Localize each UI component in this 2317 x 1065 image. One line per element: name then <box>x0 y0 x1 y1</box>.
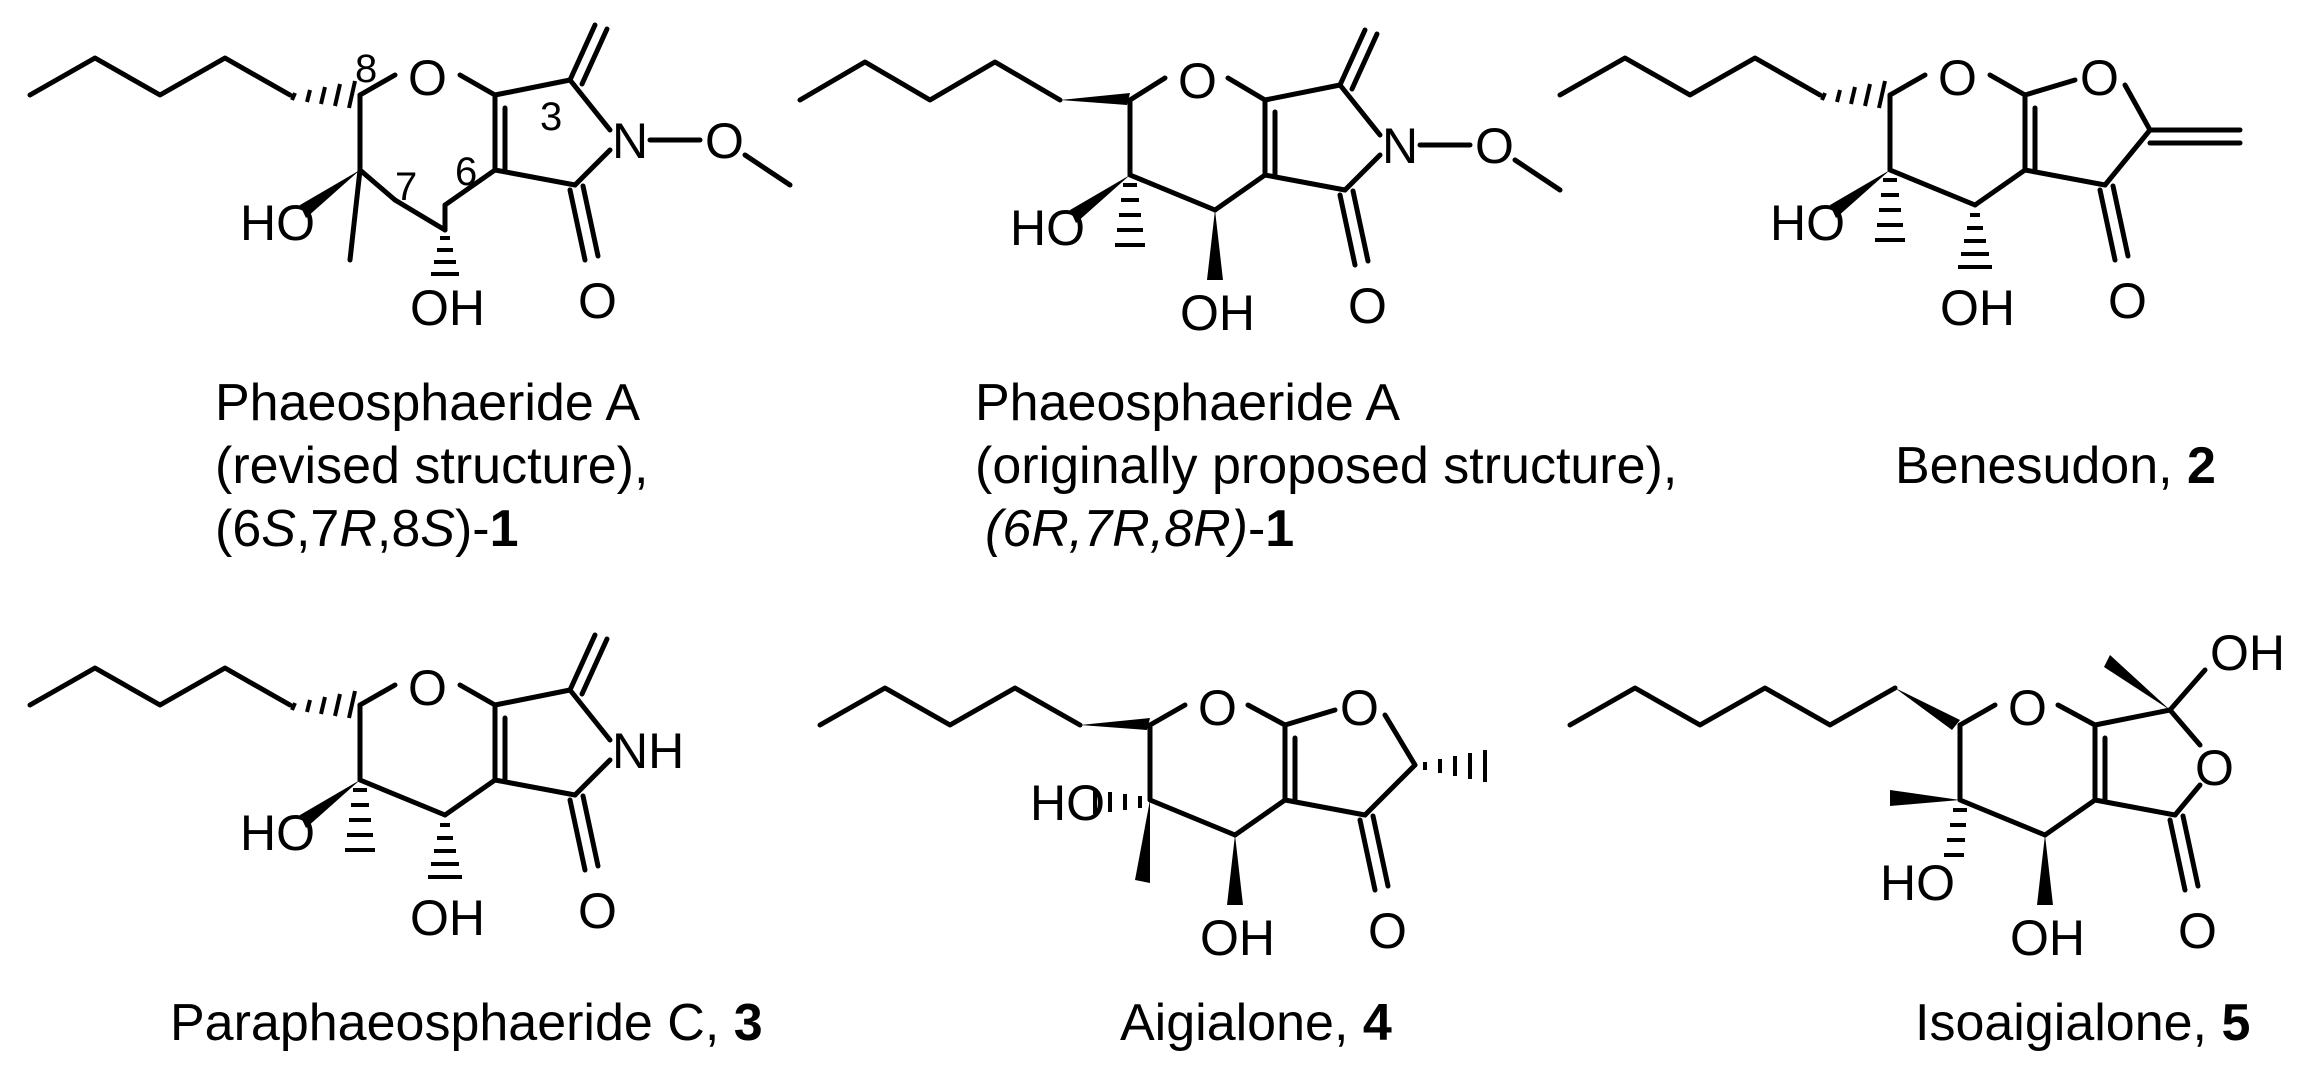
carbonyl-oxygen-label: O <box>578 883 617 939</box>
compound-descriptor: (originally proposed structure), <box>975 437 1677 495</box>
compound-label: Paraphaeosphaeride C, 3 <box>170 994 763 1052</box>
locant-7: 7 <box>395 165 417 209</box>
carbonyl-oxygen-label: O <box>1348 278 1387 334</box>
hashed-bond-c8 <box>290 690 357 719</box>
compound-2-benesudon: O O O HO OH Benesudon, 2 <box>1557 50 2243 495</box>
methoxy-oxygen-label: O <box>1475 118 1514 174</box>
hashed-bond-c6 <box>431 236 459 276</box>
compound-label: Isoaigialone, 5 <box>1915 994 2250 1052</box>
hydroxyl-label: HO <box>1880 855 1955 911</box>
hydroxyl-label: OH <box>2210 625 2285 681</box>
methoxy-oxygen-label: O <box>705 113 744 169</box>
hydroxyl-label: OH <box>1940 280 2015 336</box>
hydroxyl-label: OH <box>1180 285 1255 341</box>
compound-label: Aigialone, 4 <box>1120 994 1392 1052</box>
furanone-oxygen-label: O <box>1340 680 1379 736</box>
hashed-bond-c8 <box>1820 80 1887 109</box>
hashed-bond-methyl <box>345 788 375 852</box>
hydroxyl-label: HO <box>240 805 315 861</box>
hashed-bond-hydroxyl <box>1944 808 1967 857</box>
hydroxyl-label: HO <box>240 195 315 251</box>
nh-label: NH <box>612 723 684 779</box>
lactone-oxygen-label: O <box>2195 740 2234 796</box>
stereo-descriptor: (6S,7R,8S)-1 <box>215 500 519 558</box>
hydroxyl-label: HO <box>1010 200 1085 256</box>
ring-oxygen-label: O <box>1198 680 1237 736</box>
locant-8: 8 <box>355 47 377 91</box>
compound-5-isoaigialone: O O O OH HO OH Isoaigialone, 5 <box>1567 625 2285 1052</box>
locant-3: 3 <box>540 95 562 139</box>
hashed-bond-methyl <box>1115 183 1145 247</box>
locant-6: 6 <box>455 150 477 194</box>
hashed-bond-c8 <box>290 80 357 109</box>
compound-label: Benesudon, 2 <box>1895 437 2216 495</box>
hydroxyl-label: HO <box>1770 195 1845 251</box>
hydroxyl-label: OH <box>410 890 485 946</box>
hashed-bond-methyl <box>1423 750 1487 782</box>
ring-oxygen-label: O <box>1938 50 1977 106</box>
compound-descriptor: (revised structure), <box>215 437 648 495</box>
hydroxyl-label: OH <box>2010 910 2085 966</box>
stereo-descriptor: (6R,7R,8R)-1 <box>985 500 1294 558</box>
compound-1-revised-structure: O N O O HO OH 8 7 6 3 Phaeosphaeride A (… <box>27 22 793 558</box>
lactone-oxygen-label: O <box>2080 50 2119 106</box>
carbonyl-oxygen-label: O <box>2178 903 2217 959</box>
ring-oxygen-label: O <box>408 660 447 716</box>
hydroxyl-label: HO <box>1030 775 1105 831</box>
carbonyl-oxygen-label: O <box>578 273 617 329</box>
hashed-bond-methyl <box>1875 178 1905 242</box>
hashed-bond-hydroxyl <box>1093 790 1142 814</box>
compound-name: Phaeosphaeride A <box>215 374 640 432</box>
compound-1-original-structure: O N O O HO OH Phaeosphaeride A (original… <box>797 27 1677 558</box>
compound-4-aigialone: O O O HO OH Aigialone, 4 <box>817 680 1487 1052</box>
compound-name: Phaeosphaeride A <box>975 374 1400 432</box>
ring-oxygen-label: O <box>2008 680 2047 736</box>
nitrogen-label: N <box>1382 118 1418 174</box>
carbonyl-oxygen-label: O <box>2108 273 2147 329</box>
compound-3-paraphaeosphaeride-c: O NH O HO OH Paraphaeosphaeride C, 3 <box>27 632 763 1052</box>
ring-oxygen-label: O <box>1178 53 1217 109</box>
hydroxyl-label: OH <box>1200 910 1275 966</box>
carbonyl-oxygen-label: O <box>1368 903 1407 959</box>
nitrogen-label: N <box>612 113 648 169</box>
hashed-bond-c6 <box>1958 213 1992 269</box>
ring-oxygen-label: O <box>408 50 447 106</box>
hydroxyl-label: OH <box>410 280 485 336</box>
hashed-bond-c6 <box>428 823 462 879</box>
